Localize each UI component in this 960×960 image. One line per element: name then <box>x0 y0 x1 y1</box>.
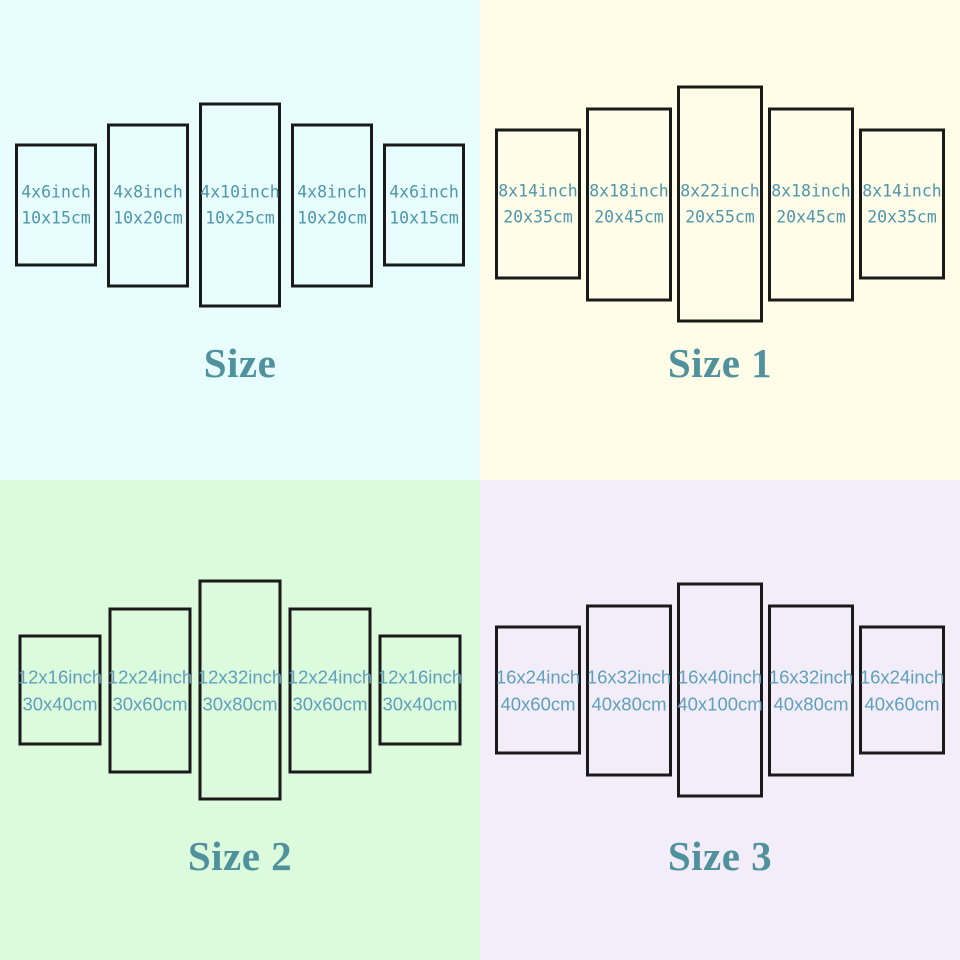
panel-row: 4x6inch 10x15cm 4x8inch 10x20cm 4x10inch… <box>15 102 465 308</box>
panel-label: 16x32inch 40x80cm <box>769 663 853 717</box>
quadrant-title: Size 2 <box>187 833 293 879</box>
canvas-panel: 16x32inch 40x80cm <box>768 604 854 776</box>
canvas-panel: 16x32inch 40x80cm <box>586 604 672 776</box>
canvas-panel: 16x40inch 40x100cm <box>677 582 763 798</box>
panel-label: 12x24inch 30x60cm <box>288 663 372 717</box>
quadrant-title: Size <box>203 340 277 386</box>
panel-label: 8x14inch 20x35cm <box>862 178 941 230</box>
canvas-panel: 8x14inch 20x35cm <box>495 128 581 280</box>
panel-size-inch: 8x14inch <box>862 181 942 200</box>
panel-label: 12x32inch 30x80cm <box>198 663 282 717</box>
panel-label: 4x6inch 10x15cm <box>21 179 91 231</box>
panel-size-cm: 30x80cm <box>202 693 278 714</box>
canvas-panel: 8x18inch 20x45cm <box>768 107 854 301</box>
panel-size-cm: 20x35cm <box>867 207 937 226</box>
panel-size-cm: 20x55cm <box>685 207 755 226</box>
panel-label: 8x18inch 20x45cm <box>589 178 668 230</box>
canvas-panel: 4x10inch 10x25cm <box>199 102 281 308</box>
panel-label: 4x8inch 10x20cm <box>113 179 183 231</box>
panel-row: 16x24inch 40x60cm 16x32inch 40x80cm 16x4… <box>495 582 945 798</box>
quadrant-title: Size 3 <box>667 833 773 879</box>
panel-size-inch: 8x14inch <box>498 181 578 200</box>
panel-label: 12x16inch 30x40cm <box>378 663 462 717</box>
canvas-panel: 4x6inch 10x15cm <box>383 143 465 267</box>
panel-size-inch: 12x24inch <box>287 666 373 687</box>
canvas-panel: 12x16inch 30x40cm <box>378 634 462 746</box>
panel-label: 8x18inch 20x45cm <box>771 178 850 230</box>
panel-label: 12x16inch 30x40cm <box>18 663 102 717</box>
panel-size-inch: 4x6inch <box>21 182 91 201</box>
panel-size-inch: 8x22inch <box>680 181 760 200</box>
quadrant-size: 4x6inch 10x15cm 4x8inch 10x20cm 4x10inch… <box>0 0 480 480</box>
panel-size-cm: 40x80cm <box>591 693 667 714</box>
quadrant-size-3: 16x24inch 40x60cm 16x32inch 40x80cm 16x4… <box>480 480 960 960</box>
canvas-panel: 8x14inch 20x35cm <box>859 128 945 280</box>
panel-row: 8x14inch 20x35cm 8x18inch 20x45cm 8x22in… <box>495 85 945 323</box>
panel-label: 16x32inch 40x80cm <box>587 663 671 717</box>
panel-size-cm: 10x20cm <box>297 208 367 227</box>
panel-size-cm: 40x60cm <box>864 693 940 714</box>
panel-size-inch: 12x16inch <box>377 666 463 687</box>
panel-size-inch: 16x32inch <box>586 666 672 687</box>
panel-size-cm: 20x45cm <box>776 207 846 226</box>
panel-label: 4x10inch 10x25cm <box>200 179 279 231</box>
panel-size-cm: 30x60cm <box>112 693 188 714</box>
panel-label: 4x6inch 10x15cm <box>389 179 459 231</box>
panel-label: 8x14inch 20x35cm <box>498 178 577 230</box>
canvas-panel: 8x22inch 20x55cm <box>677 85 763 323</box>
panel-size-inch: 16x24inch <box>859 666 945 687</box>
panel-size-cm: 30x60cm <box>292 693 368 714</box>
panel-size-cm: 20x35cm <box>503 207 573 226</box>
panel-label: 12x24inch 30x60cm <box>108 663 192 717</box>
panel-size-cm: 10x20cm <box>113 208 183 227</box>
quadrant-size-1: 8x14inch 20x35cm 8x18inch 20x45cm 8x22in… <box>480 0 960 480</box>
panel-size-inch: 4x8inch <box>297 182 367 201</box>
panel-label: 16x24inch 40x60cm <box>860 663 944 717</box>
quadrant-title: Size 1 <box>667 340 773 386</box>
canvas-panel: 12x32inch 30x80cm <box>198 579 282 801</box>
panel-size-cm: 30x40cm <box>382 693 458 714</box>
panel-size-inch: 12x24inch <box>107 666 193 687</box>
panel-size-cm: 10x15cm <box>21 208 91 227</box>
canvas-panel: 12x24inch 30x60cm <box>288 607 372 773</box>
panel-size-inch: 8x18inch <box>771 181 851 200</box>
panel-size-inch: 16x32inch <box>768 666 854 687</box>
panel-size-cm: 10x15cm <box>389 208 459 227</box>
panel-size-cm: 10x25cm <box>205 208 275 227</box>
panel-size-cm: 40x80cm <box>773 693 849 714</box>
canvas-panel: 16x24inch 40x60cm <box>495 625 581 755</box>
canvas-panel: 8x18inch 20x45cm <box>586 107 672 301</box>
panel-size-cm: 20x45cm <box>594 207 664 226</box>
panel-size-inch: 4x8inch <box>113 182 183 201</box>
panel-size-inch: 12x32inch <box>197 666 283 687</box>
quadrant-size-2: 12x16inch 30x40cm 12x24inch 30x60cm 12x3… <box>0 480 480 960</box>
canvas-panel: 4x8inch 10x20cm <box>291 123 373 287</box>
canvas-panel: 4x6inch 10x15cm <box>15 143 97 267</box>
panel-size-inch: 16x24inch <box>495 666 581 687</box>
panel-size-cm: 40x60cm <box>500 693 576 714</box>
panel-size-inch: 4x6inch <box>389 182 459 201</box>
panel-label: 4x8inch 10x20cm <box>297 179 367 231</box>
canvas-panel: 12x16inch 30x40cm <box>18 634 102 746</box>
panel-size-cm: 30x40cm <box>22 693 98 714</box>
panel-row: 12x16inch 30x40cm 12x24inch 30x60cm 12x3… <box>18 579 462 801</box>
panel-size-cm: 40x100cm <box>677 693 763 714</box>
canvas-panel: 12x24inch 30x60cm <box>108 607 192 773</box>
canvas-panel: 16x24inch 40x60cm <box>859 625 945 755</box>
panel-label: 16x40inch 40x100cm <box>677 663 762 717</box>
panel-size-inch: 16x40inch <box>677 666 763 687</box>
canvas-panel: 4x8inch 10x20cm <box>107 123 189 287</box>
panel-size-inch: 8x18inch <box>589 181 669 200</box>
panel-size-inch: 4x10inch <box>200 182 280 201</box>
panel-label: 16x24inch 40x60cm <box>496 663 580 717</box>
panel-size-inch: 12x16inch <box>17 666 103 687</box>
panel-label: 8x22inch 20x55cm <box>680 178 759 230</box>
